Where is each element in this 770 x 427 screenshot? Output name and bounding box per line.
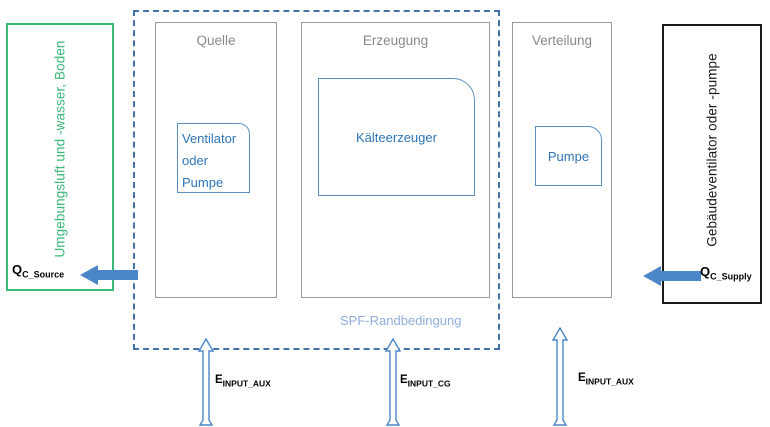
e-subscript: INPUT_AUX (585, 376, 634, 387)
source-environment-box: Umgebungsluft und -wasser, Boden (6, 23, 114, 291)
component-line: Kälteerzeuger (356, 129, 437, 145)
energy-input-arrow-aux-2-icon (551, 326, 569, 427)
energy-input-label-aux-1: EINPUT_AUX (215, 374, 271, 388)
q-symbol: Q (12, 262, 23, 277)
heat-flow-label-source: QC_Source (12, 262, 64, 280)
component-ventilator-oder-pumpe: Ventilator oder Pumpe (177, 123, 250, 193)
q-symbol: Q (700, 264, 711, 279)
e-symbol: E (400, 374, 408, 386)
q-subscript: C_Source (22, 269, 65, 280)
component-pumpe: Pumpe (535, 126, 602, 186)
component-line: Pumpe (547, 148, 590, 164)
e-symbol: E (215, 374, 223, 386)
heat-flow-arrow-source-icon (80, 263, 138, 292)
component-kaelteerzeuger: Kälteerzeuger (318, 78, 475, 196)
energy-input-label-aux-2: EINPUT_AUX (578, 372, 634, 386)
stage-quelle: Quelle (155, 22, 277, 298)
spf-boundary-box (133, 10, 500, 350)
source-environment-label: Umgebungsluft und -wasser, Boden (52, 40, 68, 258)
component-line: Ventilator (182, 131, 237, 146)
stage-verteilung-title: Verteilung (531, 33, 593, 48)
supply-environment-box: Gebäudeventilator oder -pumpe (662, 24, 762, 304)
stage-erzeugung-title: Erzeugung (362, 33, 429, 48)
energy-input-arrow-aux-1-icon (197, 337, 215, 427)
energy-input-arrow-cg-icon (384, 337, 402, 427)
energy-input-label-cg: EINPUT_CG (400, 374, 451, 388)
heat-flow-arrow-supply-icon (643, 264, 701, 293)
e-subscript: INPUT_AUX (222, 378, 271, 389)
component-line: oder (182, 153, 209, 168)
stage-quelle-title: Quelle (196, 33, 236, 48)
heat-flow-label-supply: QC_Supply (700, 264, 752, 282)
e-subscript: INPUT_CG (407, 378, 451, 389)
spf-boundary-caption: SPF-Randbedingung (340, 313, 462, 328)
supply-environment-label: Gebäudeventilator oder -pumpe (704, 53, 720, 247)
component-line: Pumpe (182, 175, 224, 190)
e-symbol: E (578, 372, 586, 384)
q-subscript: C_Supply (710, 271, 752, 282)
